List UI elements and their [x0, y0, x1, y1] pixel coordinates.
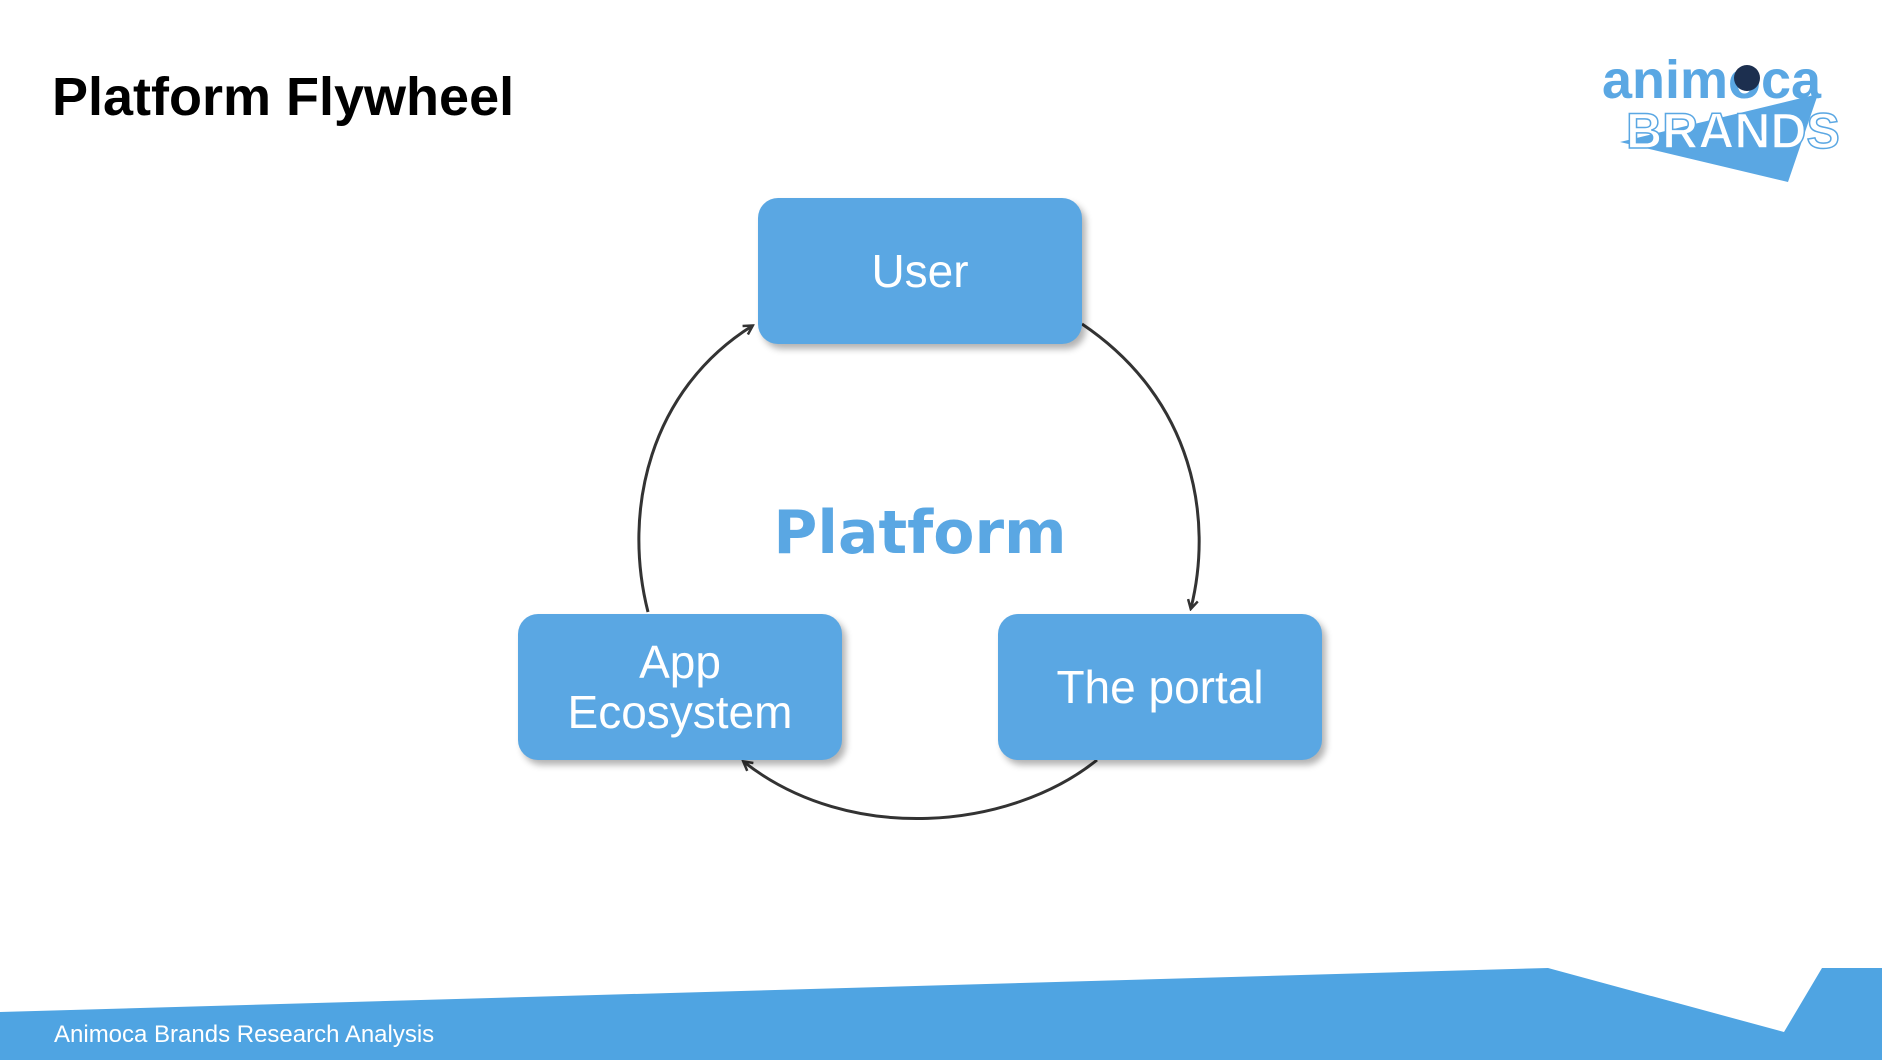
- center-label-platform: Platform: [773, 498, 1067, 568]
- arrow-portal-to-app: [744, 758, 1098, 821]
- node-user: User: [758, 198, 1082, 344]
- logo-line2: BRANDS: [1626, 103, 1840, 159]
- arrow-user-to-portal: [1081, 322, 1201, 608]
- slide-title: Platform Flywheel: [52, 67, 515, 127]
- node-app-ecosystem: App Ecosystem: [518, 614, 842, 760]
- arrow-app-to-user: [637, 326, 752, 613]
- node-app-label-line1: App: [639, 636, 721, 688]
- node-portal-label: The portal: [1056, 661, 1264, 713]
- footer-text: Animoca Brands Research Analysis: [54, 1021, 435, 1048]
- footer-band: [0, 968, 1882, 1060]
- logo-line1: animoca: [1602, 50, 1822, 110]
- node-user-label: User: [871, 245, 969, 297]
- animoca-brands-logo: animoca BRANDS: [1602, 50, 1841, 182]
- node-the-portal: The portal: [998, 614, 1322, 760]
- node-app-label-line2: Ecosystem: [567, 686, 793, 738]
